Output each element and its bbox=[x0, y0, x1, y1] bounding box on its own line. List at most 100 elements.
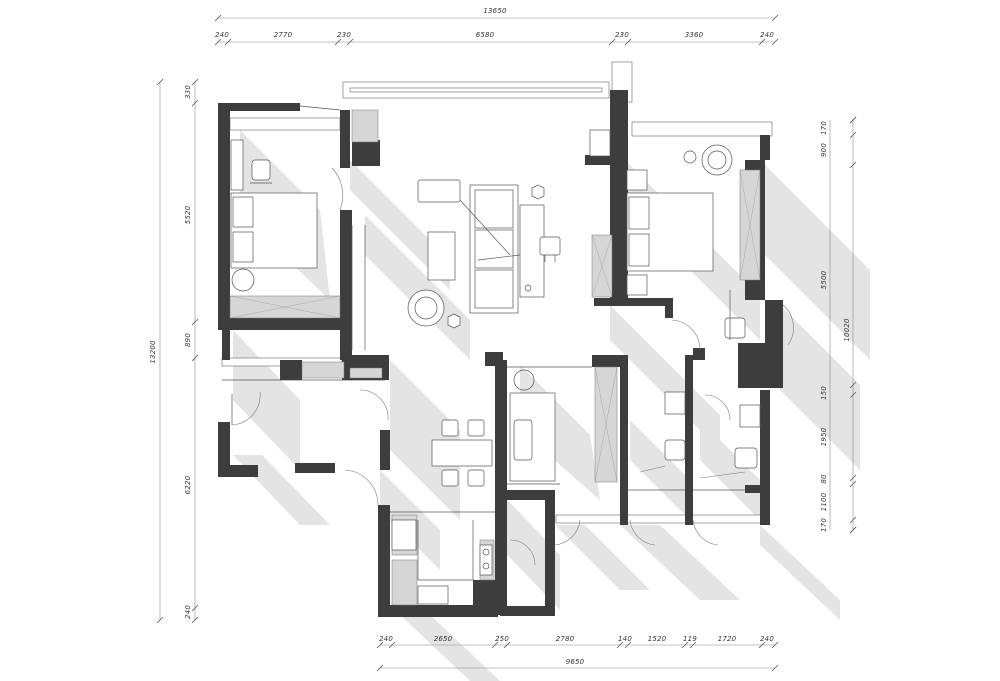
top-ticks-mark bbox=[771, 38, 779, 46]
right-side-table bbox=[683, 150, 697, 164]
right-ticks-mark bbox=[849, 480, 857, 488]
top-dim-3: 230 bbox=[337, 31, 351, 39]
bottom-dim-3: 250 bbox=[495, 635, 509, 643]
bath-2-toilet bbox=[734, 447, 758, 469]
left-total-dim: 13200 bbox=[149, 340, 157, 364]
study-round-table bbox=[513, 369, 535, 391]
right-dim-6: 80 bbox=[820, 474, 828, 484]
bottom-dim-4: 2780 bbox=[556, 635, 575, 643]
right-ticks-mark bbox=[849, 474, 857, 482]
left-bed bbox=[230, 192, 318, 269]
living-bench bbox=[417, 179, 461, 203]
bottom-dim-9: 240 bbox=[760, 635, 774, 643]
top-ticks-mark bbox=[624, 38, 632, 46]
bath-1-toilet bbox=[664, 439, 686, 461]
kitchen-fridge bbox=[391, 519, 417, 551]
bottom-ticks-mark bbox=[681, 641, 689, 649]
top-dim-1: 240 bbox=[215, 31, 229, 39]
furniture bbox=[230, 129, 761, 605]
cooktop bbox=[479, 544, 493, 576]
left-dim-4: 6220 bbox=[184, 475, 192, 494]
top-total-dim: 13650 bbox=[483, 7, 507, 15]
right-dim-8: 170 bbox=[820, 518, 828, 532]
left-ticks-mark bbox=[191, 318, 199, 326]
right-dim-7: 1100 bbox=[820, 492, 828, 511]
left-dim-3: 890 bbox=[184, 333, 192, 347]
bottom-ticks-mark bbox=[771, 641, 779, 649]
top-ticks-mark bbox=[334, 38, 342, 46]
top-dim-6: 3360 bbox=[685, 31, 704, 39]
top-ticks-mark bbox=[214, 38, 222, 46]
left-ticks-mark bbox=[191, 354, 199, 362]
walls bbox=[218, 90, 783, 617]
bath-1-vanity bbox=[664, 391, 686, 415]
side-table-hexagon bbox=[531, 184, 545, 200]
top-ticks-mark bbox=[608, 38, 616, 46]
bottom-total-dim: 9650 bbox=[566, 658, 585, 666]
lounge-armchair bbox=[407, 289, 445, 327]
bottom-dim-8: 1720 bbox=[718, 635, 737, 643]
right-ticks-mark bbox=[849, 161, 857, 169]
bath-2-vanity bbox=[739, 404, 761, 428]
bottom-ticks-mark bbox=[758, 641, 766, 649]
bottom-dim-2: 2650 bbox=[434, 635, 453, 643]
bottom-ticks-mark bbox=[376, 641, 384, 649]
living-chair bbox=[539, 236, 561, 262]
right-ticks-mark bbox=[849, 516, 857, 524]
side-table-hexagon-2 bbox=[447, 313, 461, 329]
left-dim-2: 5520 bbox=[184, 205, 192, 224]
bottom-ticks-mark bbox=[503, 641, 511, 649]
right-dim-5: 1950 bbox=[820, 427, 828, 446]
top-dim-5: 230 bbox=[615, 31, 629, 39]
right-armchair bbox=[701, 144, 733, 176]
bottom-ticks-mark bbox=[616, 641, 624, 649]
right-ticks-mark bbox=[849, 116, 857, 124]
bottom-dim-5: 140 bbox=[618, 635, 632, 643]
right-ticks-mark bbox=[849, 391, 857, 399]
bottom-ticks-mark bbox=[624, 641, 632, 649]
left-bedroom-desk bbox=[230, 139, 244, 191]
study-daybed bbox=[509, 392, 556, 482]
coffee-table bbox=[427, 231, 456, 281]
right-corner-seat bbox=[724, 317, 746, 339]
right-dim-4: 150 bbox=[820, 386, 828, 400]
top-ticks-mark bbox=[758, 38, 766, 46]
left-dim-5: 240 bbox=[184, 605, 192, 619]
doors bbox=[231, 167, 794, 566]
left-ticks-mark bbox=[191, 99, 199, 107]
bottom-ticks-mark bbox=[491, 641, 499, 649]
right-dim-2: 900 bbox=[820, 143, 828, 157]
left-ticks-mark bbox=[191, 604, 199, 612]
dimension-labels: 13650 240 2770 230 6580 230 3360 240 240… bbox=[149, 7, 851, 666]
left-ticks-mark bbox=[191, 616, 199, 624]
bath-3-basin bbox=[589, 129, 611, 157]
right-dim-3: 5500 bbox=[820, 270, 828, 289]
floor-lamp bbox=[524, 284, 532, 292]
sofa bbox=[469, 184, 519, 314]
left-dim-1: 330 bbox=[184, 85, 192, 99]
bottom-ticks-mark bbox=[388, 641, 396, 649]
bottom-ticks-mark bbox=[689, 641, 697, 649]
right-ticks-mark bbox=[849, 526, 857, 534]
right-dim-1: 170 bbox=[820, 121, 828, 135]
bottom-dim-7: 119 bbox=[683, 635, 697, 643]
dining-set bbox=[431, 419, 493, 487]
bottom-dim-6: 1520 bbox=[648, 635, 667, 643]
right-nightstand-bottom bbox=[626, 274, 648, 296]
top-ticks-mark bbox=[224, 38, 232, 46]
right-ticks-mark bbox=[849, 381, 857, 389]
top-dim-7: 240 bbox=[760, 31, 774, 39]
right-nightstand-top bbox=[626, 169, 648, 191]
top-dim-2: 2770 bbox=[274, 31, 293, 39]
top-ticks-mark bbox=[346, 38, 354, 46]
right-bed bbox=[626, 192, 714, 272]
right-ticks-mark bbox=[849, 131, 857, 139]
right-total-dim: 10020 bbox=[843, 318, 851, 342]
dimension-lines bbox=[156, 14, 857, 672]
bottom-dim-1: 240 bbox=[379, 635, 393, 643]
left-ticks-mark bbox=[191, 78, 199, 86]
kitchen-sink bbox=[417, 585, 449, 605]
left-round-side-table bbox=[231, 268, 255, 292]
top-dim-4: 6580 bbox=[476, 31, 495, 39]
